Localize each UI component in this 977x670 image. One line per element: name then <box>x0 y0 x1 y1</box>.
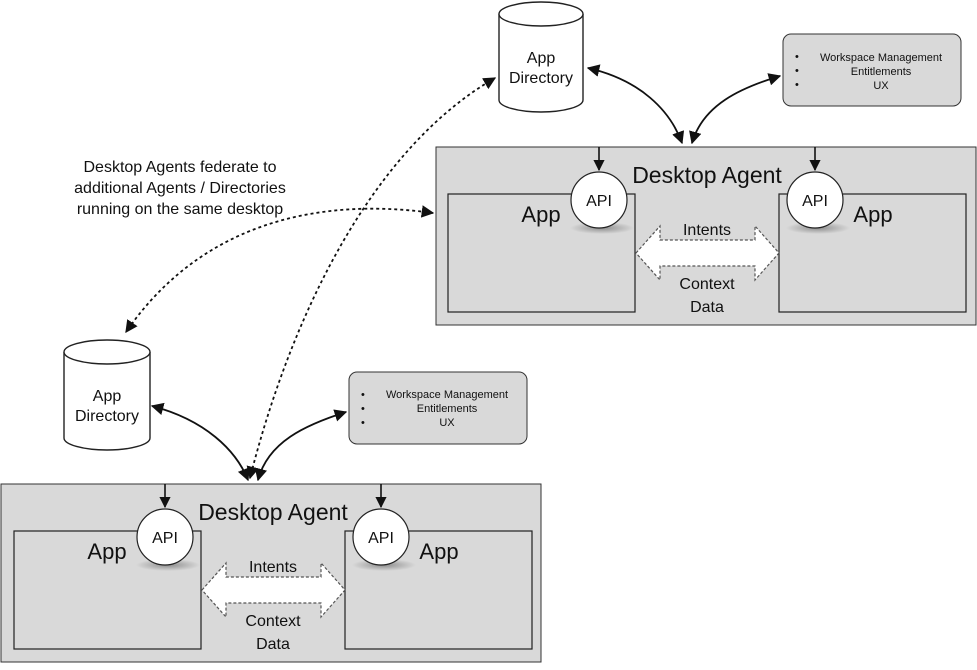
app-directory-cylinder-top <box>498 1 584 113</box>
svg-text:•: • <box>361 417 365 429</box>
svg-text:•: • <box>795 65 799 77</box>
context-label-top-2: Data <box>690 299 724 316</box>
workspace-box-top <box>782 33 962 107</box>
svg-text:•: • <box>795 79 799 91</box>
api-circle-top-right <box>786 171 844 229</box>
svg-text:•: • <box>361 403 365 415</box>
federation-arrow-agents <box>125 205 435 334</box>
federation-note-line-2: additional Agents / Directories <box>74 180 286 197</box>
svg-text:•: • <box>361 389 365 401</box>
federation-note-line-3: running on the same desktop <box>77 201 283 218</box>
api-label-bottom-right: API <box>368 530 394 547</box>
app-directory-label-top-1: App <box>527 50 556 67</box>
workspace-item-bottom-3: UX <box>439 417 455 429</box>
api-circle-bottom-right <box>352 508 410 566</box>
context-label-bottom-1: Context <box>245 613 301 630</box>
workspace-item-top-2: Entitlements <box>851 66 912 78</box>
app-label-bottom-right: App <box>419 539 458 564</box>
workspace-item-bottom-1: Workspace Management <box>386 389 508 401</box>
api-circle-top-left <box>570 171 628 229</box>
intents-label-top: Intents <box>683 222 731 239</box>
desktop-agent-title-top: Desktop Agent <box>632 162 782 188</box>
app-label-bottom-left: App <box>87 539 126 564</box>
app-directory-cylinder-bottom <box>63 339 151 451</box>
double-arrow-bottom <box>201 561 346 619</box>
api-circle-bottom-left <box>136 508 194 566</box>
app-directory-label-bottom-2: Directory <box>75 408 139 425</box>
workspace-item-top-3: UX <box>873 80 889 92</box>
context-label-bottom-2: Data <box>256 636 290 653</box>
api-label-top-left: API <box>586 193 612 210</box>
workspace-item-top-1: Workspace Management <box>820 52 942 64</box>
api-label-bottom-left: API <box>152 530 178 547</box>
context-label-top-1: Context <box>679 276 735 293</box>
intents-label-bottom: Intents <box>249 559 297 576</box>
app-directory-label-top-2: Directory <box>509 70 573 87</box>
desktop-agent-title-bottom: Desktop Agent <box>198 499 348 525</box>
federation-note-line-1: Desktop Agents federate to <box>83 159 276 176</box>
app-label-top-right: App <box>853 202 892 227</box>
double-arrow-top <box>635 224 780 282</box>
app-directory-label-bottom-1: App <box>93 388 122 405</box>
app-label-top-left: App <box>521 202 560 227</box>
svg-text:•: • <box>795 51 799 63</box>
api-label-top-right: API <box>802 193 828 210</box>
workspace-item-bottom-2: Entitlements <box>417 403 478 415</box>
